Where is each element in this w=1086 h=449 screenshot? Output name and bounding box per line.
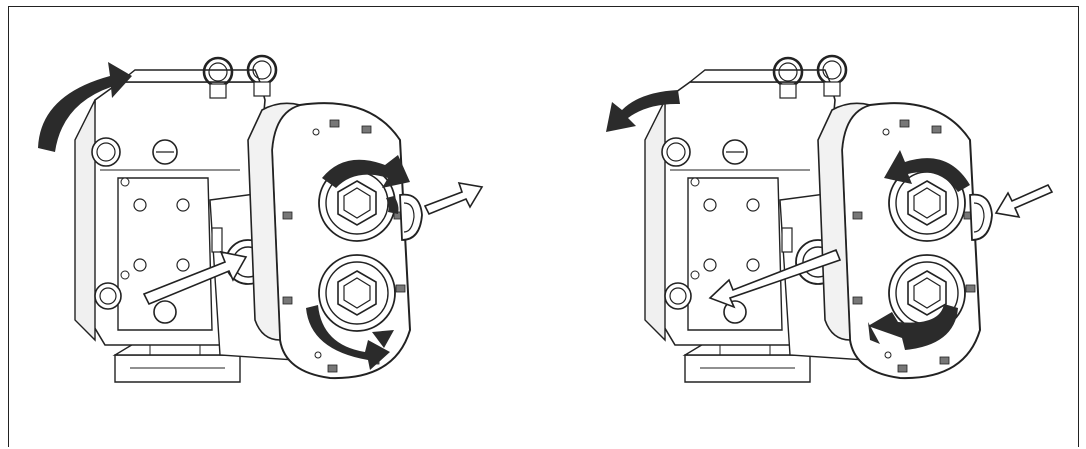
rotation-arrow-icon: [38, 62, 132, 152]
flow-arrow-icon: [994, 183, 1054, 219]
rotation-arrow-icon: [884, 150, 970, 192]
flow-arrow-icon: [708, 248, 842, 309]
rotation-arrow-icon: [322, 155, 410, 188]
rotation-arrow-icon: [306, 305, 390, 370]
rotation-arrow-icon: [868, 322, 880, 344]
pump-illustration-left: [73, 54, 424, 384]
diagram-frame: [8, 6, 1079, 447]
rotation-arrow-icon: [868, 304, 958, 350]
flow-arrow-icon: [423, 181, 484, 216]
rotation-arrow-icon: [606, 90, 680, 132]
rotation-arrow-icon: [386, 196, 399, 214]
rotation-arrow-icon: [372, 330, 394, 348]
flow-arrow-icon: [142, 250, 248, 306]
